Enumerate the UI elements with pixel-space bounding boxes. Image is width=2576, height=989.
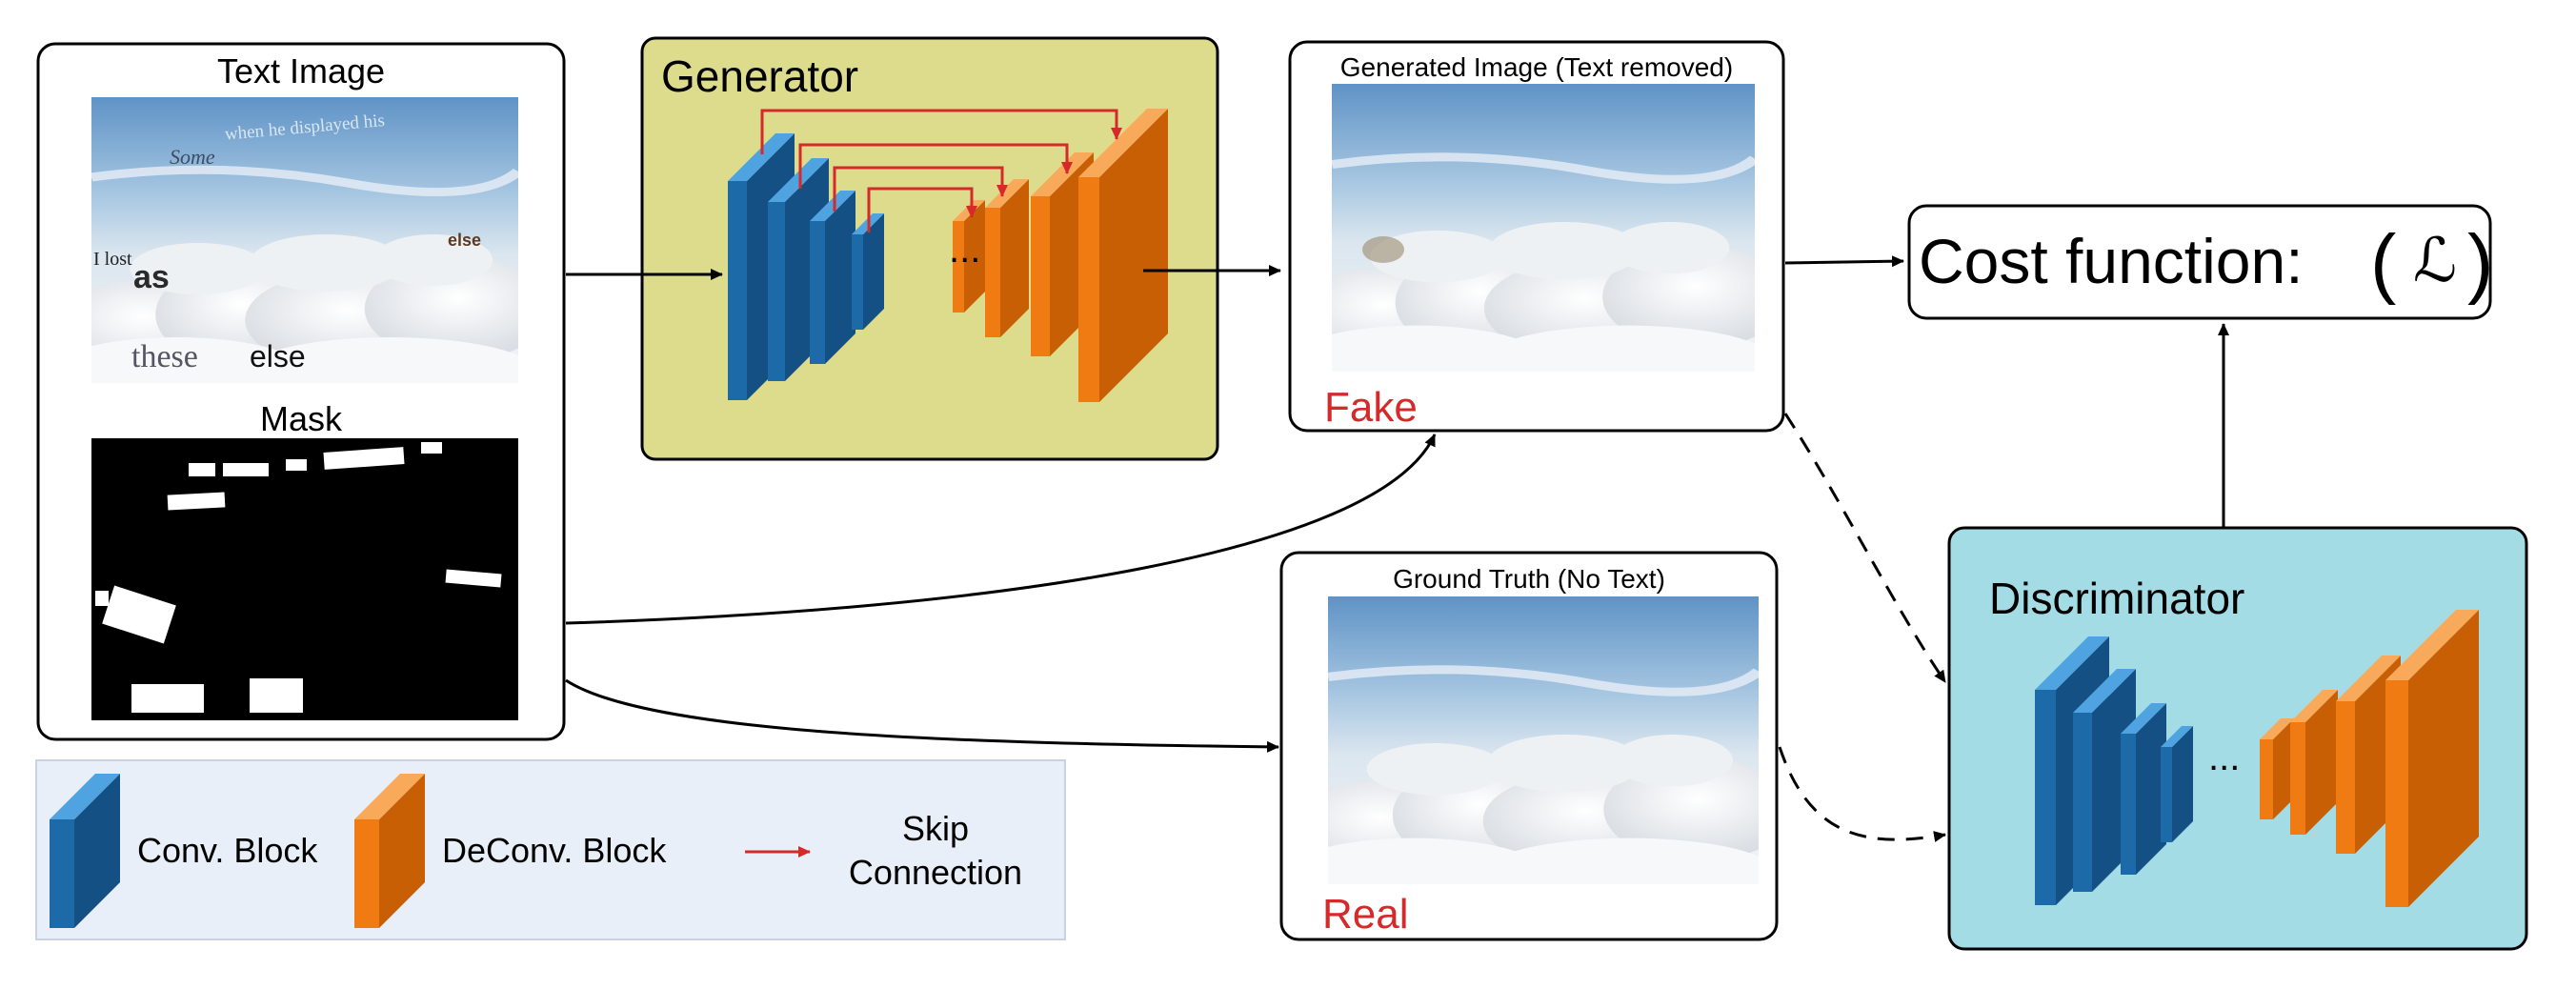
legend: Conv. Block DeConv. Block Skip Connectio… [35,759,1066,940]
mask-image [91,438,518,720]
overlay-word-5: else [448,231,481,250]
generator-title: Generator [661,51,858,101]
legend-frame [35,759,1066,940]
overlay-word-6: these [131,339,198,374]
real-tag: Real [1322,891,1409,938]
discriminator-blocks [2035,610,2479,907]
generator-blocks [728,109,1168,402]
overlay-word-4: as [133,259,170,295]
legend-conv-block [50,774,120,928]
overlay-word-2: Some [170,145,215,169]
cost-paren-open: ( [2370,219,2396,306]
skip-connection-2 [798,143,1073,189]
overlay-word-7: else [250,339,306,373]
legend-deconv-label: DeConv. Block [442,831,667,870]
skip-connections [760,109,1122,232]
legend-conv-icon [50,774,120,928]
cost-function-frame [1907,204,2492,320]
skip-connection-3 [833,166,1008,212]
input-panel: Text Image when he displayed his Some I … [36,42,566,741]
arrow-generated-to-cost [1784,255,1904,268]
fake-tag: Fake [1324,384,1418,431]
legend-conv-label: Conv. Block [137,831,318,870]
skip-connection-1 [760,109,1122,154]
legend-deconv-icon [354,774,425,928]
overlay-word-3: I lost [93,249,132,270]
generated-image [1290,84,1789,394]
connectors [565,255,2229,842]
arrow-mask-to-generated [565,434,1437,625]
legend-skip-label-2: Connection [849,853,1022,892]
discriminator-title: Discriminator [1989,574,2244,623]
arrow-input-to-ground-truth [565,678,1279,753]
generated-title: Generated Image (Text removed) [1340,52,1733,82]
deconv-block-8 [1078,109,1168,402]
arrow-generated-to-discriminator [1783,413,1947,683]
generator-ellipsis: ... [949,229,980,271]
disc-conv-block-4 [2161,726,2193,842]
disc-conv-block-3 [2121,703,2166,875]
cost-paren-close: ) [2467,219,2493,306]
disc-deconv-block-5 [2260,718,2294,819]
legend-skip-label-1: Skip [902,809,969,848]
cost-function-box: Cost function: ( ℒ ) [1907,204,2493,320]
cost-function-label: Cost function: [1919,226,2304,296]
ground-truth-panel: Ground Truth (No Text) Real [1279,551,1793,941]
ground-truth-image [1285,596,1793,907]
conv-block-3 [810,191,855,364]
text-image-title: Text Image [217,51,385,91]
generator-panel: Generator ... [640,36,1219,461]
deconv-block-6 [985,179,1029,337]
mask-title: Mask [260,399,343,438]
disc-deconv-block-6 [2290,690,2338,835]
discriminator-panel: Discriminator ... [1947,526,2528,951]
legend-deconv-block [354,774,425,928]
disc-deconv-block-8 [2385,610,2479,907]
cost-symbol: ℒ [2413,226,2457,294]
arrow-ground-truth-to-discriminator [1778,746,1946,842]
text-image: when he displayed his Some I lost as els… [49,97,553,406]
generated-panel: Generated Image (Text removed) Fake [1288,40,1789,433]
skip-connection-4 [867,187,977,232]
discriminator-ellipsis: ... [2208,737,2240,778]
ground-truth-title: Ground Truth (No Text) [1393,564,1665,594]
